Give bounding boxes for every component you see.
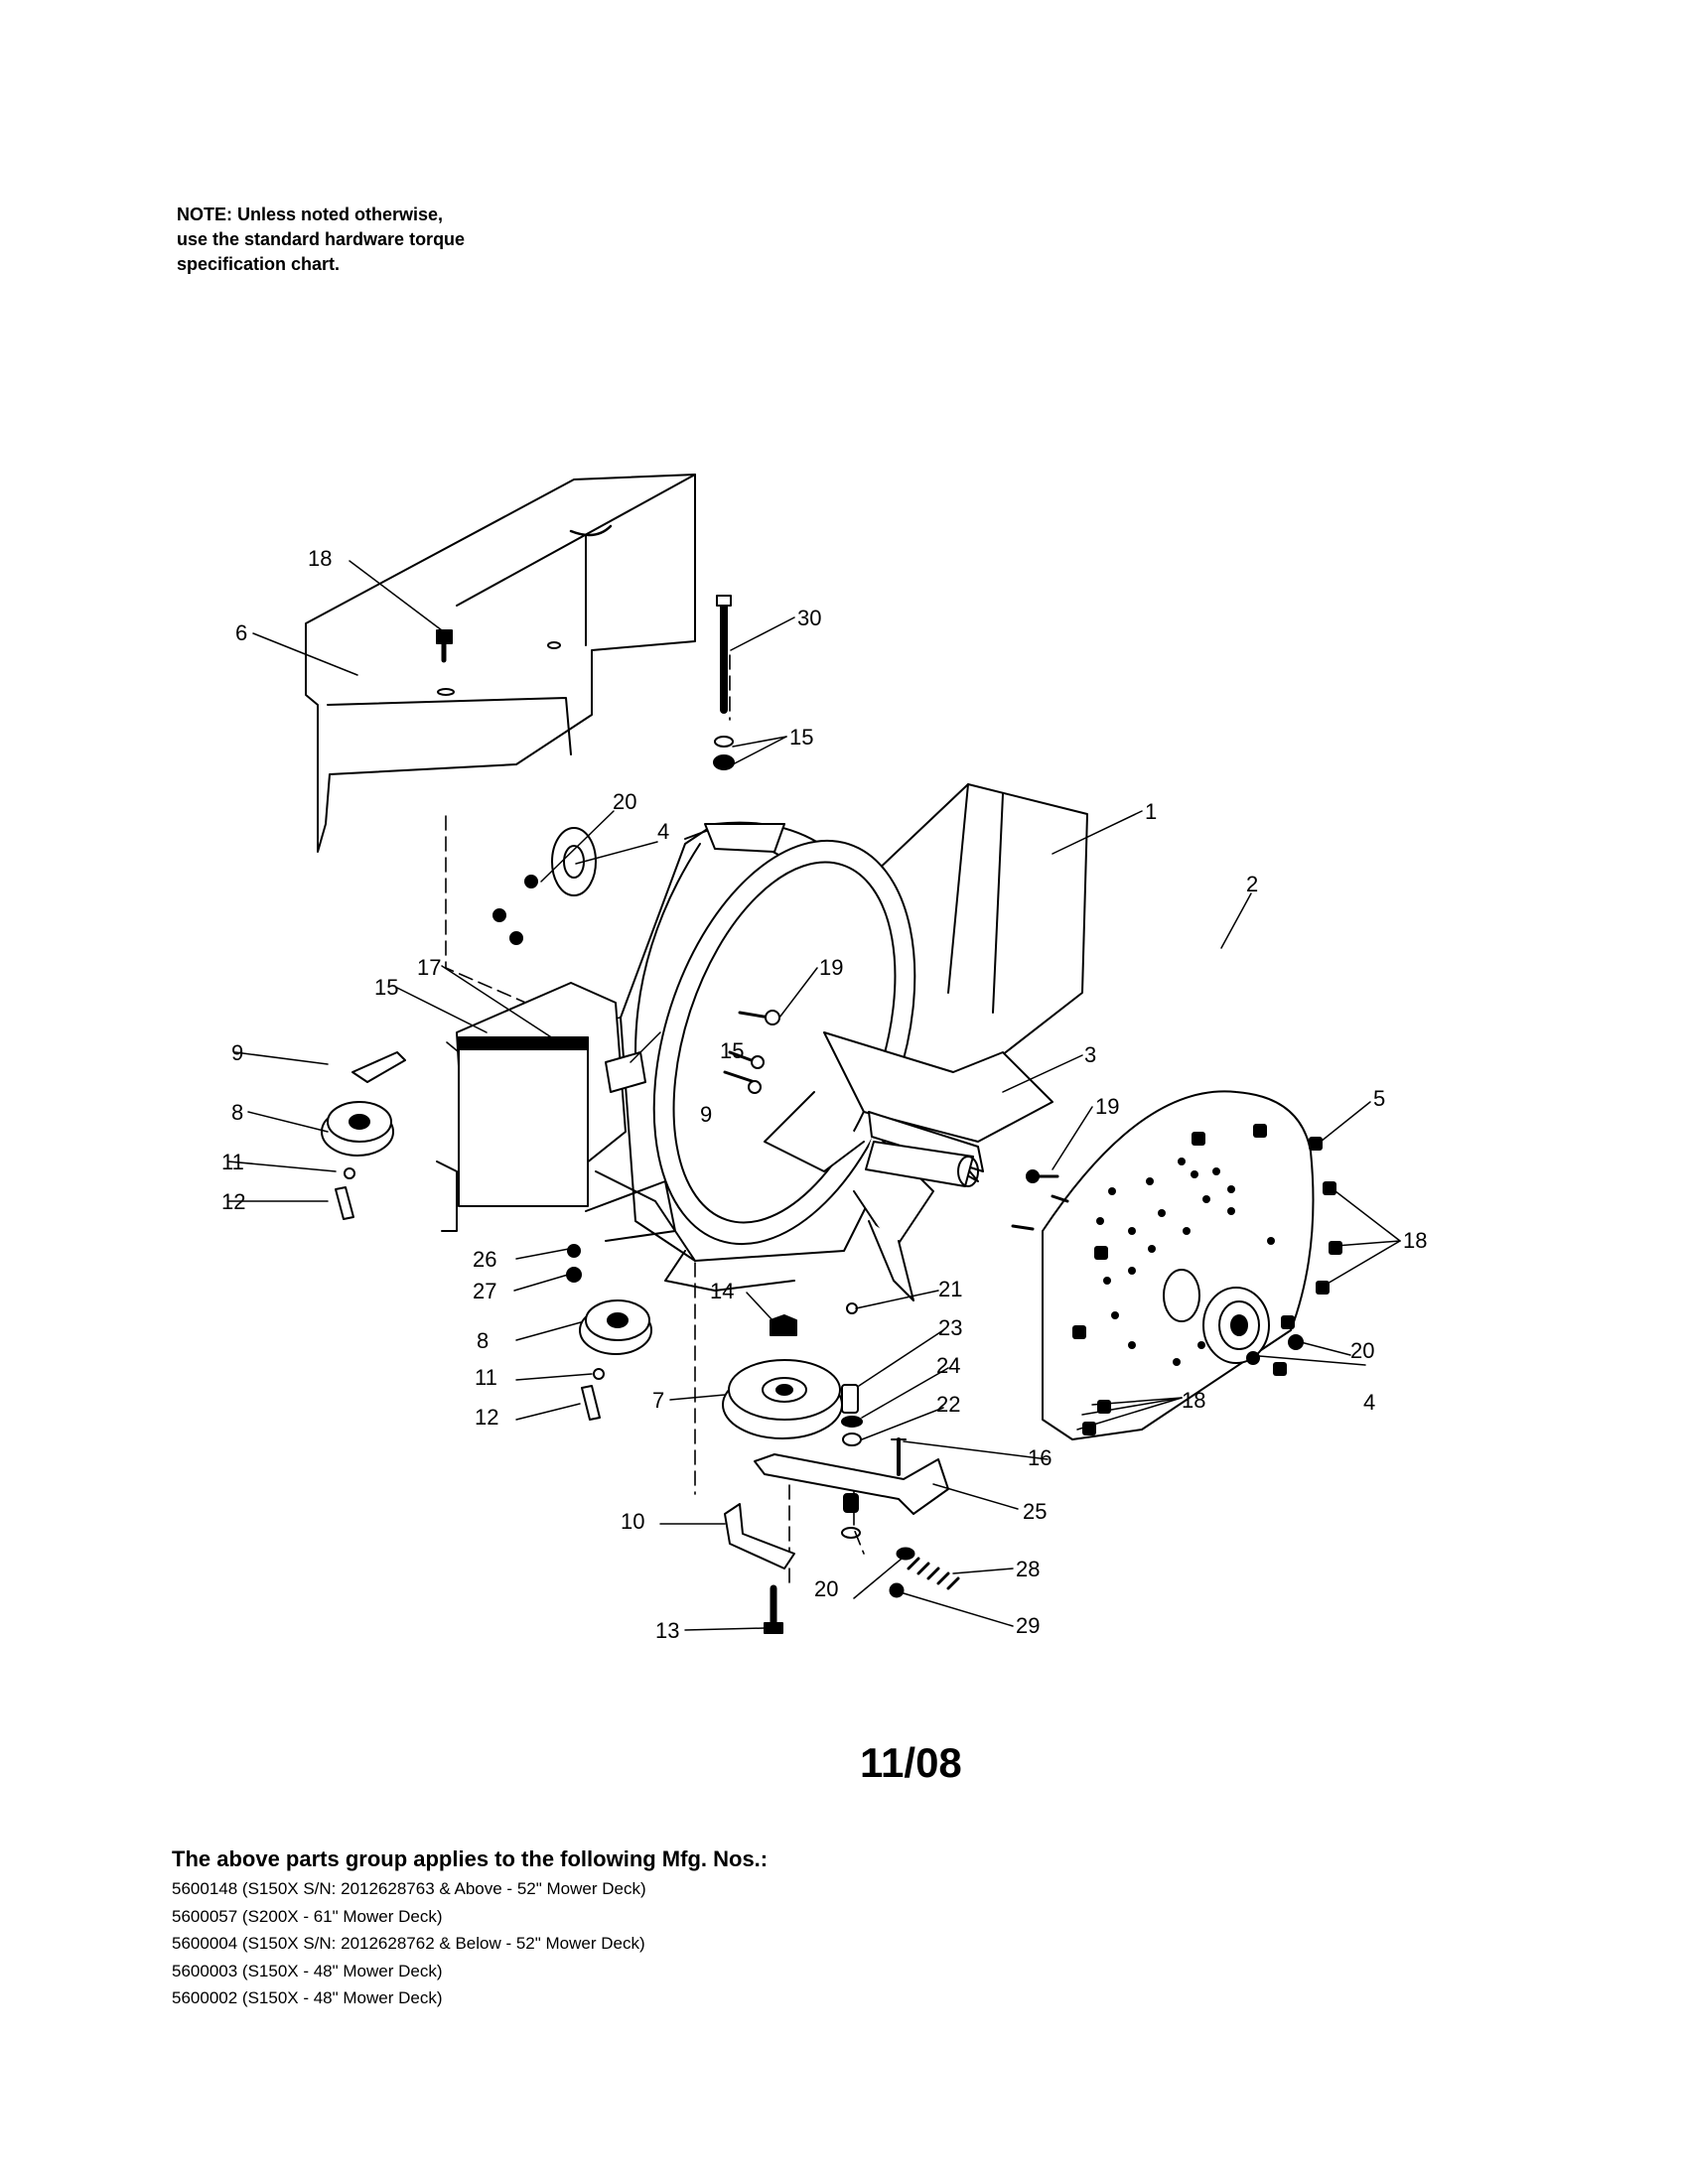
callout-18-cover: 18	[308, 546, 332, 571]
note-line-2: use the standard hardware torque	[177, 229, 466, 249]
cover-bolt	[436, 629, 453, 663]
callout-15-mid: 15	[720, 1038, 744, 1063]
drive-pulley	[722, 1314, 843, 1439]
callout-27: 27	[473, 1279, 496, 1303]
model-item: 5600004 (S150X S/N: 2012628762 & Below -…	[172, 1934, 645, 1953]
model-item: 5600003 (S150X - 48" Mower Deck)	[172, 1961, 443, 1980]
callout-14: 14	[710, 1279, 734, 1303]
callout-4-upper: 4	[657, 819, 669, 844]
long-bolt	[713, 595, 735, 770]
note-line-3: specification chart.	[177, 254, 341, 274]
drive-shaft	[865, 1141, 979, 1187]
leader-lines	[227, 560, 1401, 1631]
callout-1: 1	[1145, 799, 1157, 824]
callout-18-right: 18	[1403, 1228, 1427, 1253]
callout-5: 5	[1373, 1086, 1385, 1111]
callout-7: 7	[652, 1388, 664, 1413]
callout-11-upper: 11	[221, 1150, 244, 1174]
callout-8-lower: 8	[477, 1328, 489, 1353]
callout-25: 25	[1023, 1499, 1047, 1524]
callout-12-lower: 12	[475, 1405, 498, 1430]
idler-bracket-assembly	[351, 982, 696, 1262]
callout-16: 16	[1028, 1445, 1052, 1470]
callout-labels: 18 6 30 15 1 20 4 19 17 15 9 15 9 3 2 8 …	[221, 546, 1427, 1643]
callout-30: 30	[797, 606, 821, 630]
tension-arm	[754, 1302, 949, 1539]
note-line-1: NOTE: Unless noted otherwise,	[177, 205, 444, 224]
spacer-icon	[567, 1244, 581, 1258]
callout-18-lower: 18	[1182, 1388, 1205, 1413]
callout-4-right: 4	[1363, 1390, 1375, 1415]
revision-date: 11/08	[860, 1739, 962, 1786]
applicable-models: The above parts group applies to the fol…	[172, 1846, 768, 2012]
callout-12-upper: 12	[221, 1189, 245, 1214]
discharge-chute	[873, 783, 1088, 1063]
idler-pulley-lower	[579, 1299, 652, 1421]
callout-28: 28	[1016, 1557, 1040, 1581]
belt-cover	[305, 474, 696, 853]
callout-9-left: 9	[231, 1040, 243, 1065]
callout-9-mid: 9	[700, 1102, 712, 1127]
callout-22: 22	[936, 1392, 960, 1417]
bearing-flange-upper	[492, 827, 597, 945]
callout-19-lower: 19	[1095, 1094, 1119, 1119]
model-item: 5600148 (S150X S/N: 2012628763 & Above -…	[172, 1879, 646, 1898]
callout-15-top: 15	[789, 725, 813, 750]
mount-bracket	[724, 1503, 795, 1634]
bearing-flange-right	[1246, 1334, 1304, 1365]
callout-8-upper: 8	[231, 1100, 243, 1125]
callout-15-left: 15	[374, 975, 398, 1000]
callout-3: 3	[1084, 1042, 1096, 1067]
callout-20-upper: 20	[613, 789, 636, 814]
callout-29: 29	[1016, 1613, 1040, 1638]
callout-6: 6	[235, 620, 247, 645]
model-item: 5600057 (S200X - 61" Mower Deck)	[172, 1906, 443, 1926]
callout-17: 17	[417, 955, 441, 980]
housing-bolts	[723, 1010, 1069, 1231]
nut-icon	[566, 1267, 582, 1283]
callout-20-lower: 20	[814, 1576, 838, 1601]
model-item: 5600002 (S150X - 48" Mower Deck)	[172, 1988, 443, 2007]
callout-10: 10	[621, 1509, 644, 1534]
tension-spring	[889, 1547, 960, 1598]
callout-11-lower: 11	[475, 1365, 497, 1390]
callout-24: 24	[936, 1353, 960, 1378]
callout-20-right: 20	[1350, 1338, 1374, 1363]
callout-26: 26	[473, 1247, 496, 1272]
applies-heading: The above parts group applies to the fol…	[172, 1846, 769, 1871]
callout-23: 23	[938, 1315, 962, 1340]
callout-2: 2	[1246, 872, 1258, 896]
torque-note: NOTE: Unless noted otherwise, use the st…	[177, 203, 465, 277]
callout-19-upper: 19	[819, 955, 843, 980]
callout-13: 13	[655, 1618, 679, 1643]
callout-21: 21	[938, 1277, 962, 1301]
idler-pulley-upper	[321, 1101, 394, 1220]
